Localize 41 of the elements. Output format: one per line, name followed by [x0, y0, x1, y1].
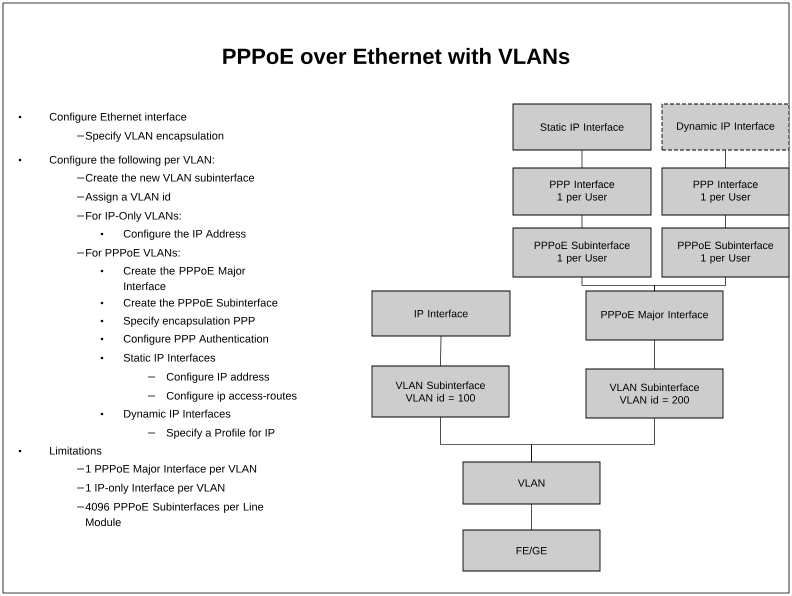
connector-line	[725, 150, 726, 168]
list-item: Specify a Profile for IP	[166, 428, 274, 439]
list-item: 1 PPPoE Major Interface per VLAN	[86, 464, 256, 475]
interface-box: IP Interface	[372, 290, 510, 336]
list-item: 4096 PPPoE Subinterfaces per Line Module	[85, 502, 264, 526]
list-item: Limitations	[50, 446, 102, 455]
list-item: Create the PPPoE Major Interface	[124, 266, 246, 290]
slide-title: PPPoE over Ethernet with VLANs	[223, 48, 570, 64]
list-item: Configure the IP Address	[124, 230, 246, 240]
list-item: Create the new VLAN subinterface	[86, 174, 254, 182]
connector-line	[531, 418, 655, 462]
list-item: 1 IP-only Interface per VLAN	[86, 484, 224, 494]
connector-line	[440, 336, 442, 366]
list-item: Configure Ethernet interface	[50, 112, 186, 123]
list-item: Specify VLAN encapsulation	[86, 132, 224, 142]
interface-box: PPPoE Major Interface	[586, 290, 724, 340]
interface-box: Dynamic IP Interface	[662, 104, 790, 150]
interface-box: PPPoE Subinterface 1 per User	[512, 228, 652, 278]
interface-box: Static IP Interface	[512, 104, 652, 150]
connector-line	[531, 504, 532, 530]
list-item: Specify encapsulation PPP	[124, 316, 255, 327]
interface-box: FE/GE	[462, 530, 600, 572]
list-item: Dynamic IP Interfaces	[124, 410, 230, 420]
list-item: Configure the following per VLAN:	[50, 156, 214, 166]
list-item: For PPPoE VLANs:	[86, 248, 180, 257]
interface-box: VLAN Subinterface VLAN id = 100	[372, 366, 510, 418]
list-item: Create the PPPoE Subinterface	[124, 298, 278, 307]
interface-box: VLAN	[462, 462, 600, 504]
connector-line	[654, 340, 655, 369]
interface-box: VLAN Subinterface VLAN id = 200	[586, 368, 724, 418]
interface-box: PPP Interface 1 per User	[512, 168, 652, 216]
connector-line	[654, 277, 726, 291]
interface-box: PPPoE Subinterface 1 per User	[662, 228, 790, 278]
list-item: Configure PPP Authentication	[124, 334, 268, 345]
list-item: Configure ip access-routes	[166, 392, 297, 402]
list-item: For IP-Only VLANs:	[86, 212, 181, 222]
interface-box: PPP Interface 1 per User	[662, 168, 790, 216]
list-item: Configure IP address	[166, 372, 270, 383]
list-item: Static IP Interfaces	[124, 354, 216, 362]
list-item: Assign a VLAN id	[85, 192, 170, 203]
connector-line	[725, 215, 726, 228]
